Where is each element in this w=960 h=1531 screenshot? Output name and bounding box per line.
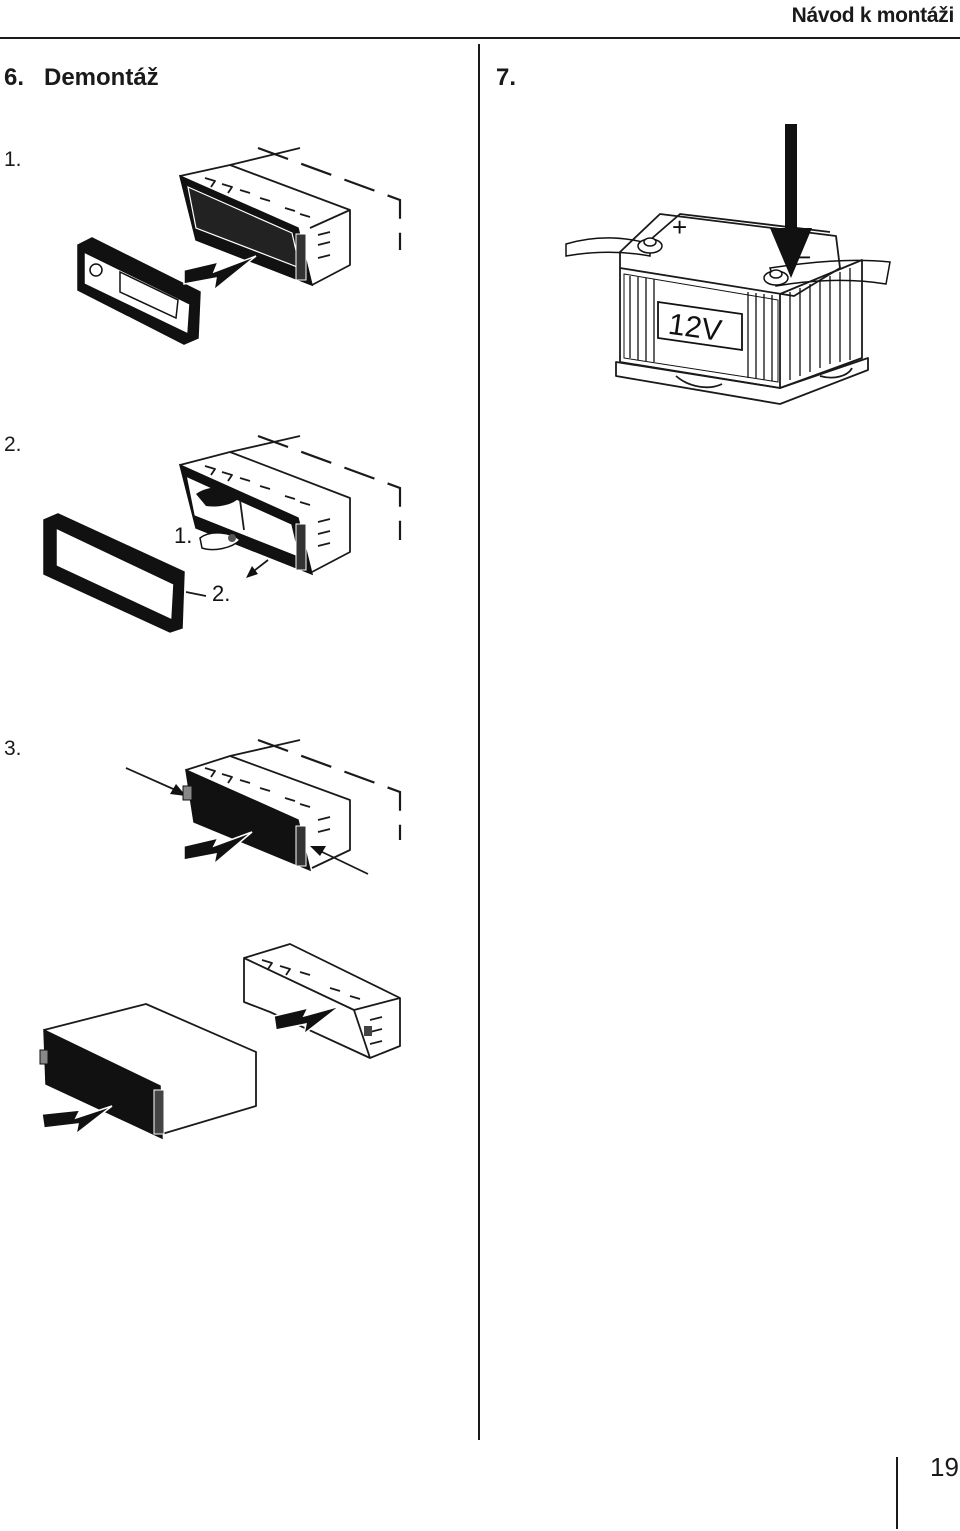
arrow-icon	[183, 255, 257, 292]
plus-sign: +	[672, 212, 687, 242]
radio-chassis	[185, 738, 402, 872]
radio-chassis	[178, 146, 402, 287]
step-label-2: 2.	[4, 433, 22, 456]
step-label-3: 3.	[4, 737, 22, 760]
step-label-1: 1.	[4, 148, 22, 171]
battery-cables	[565, 237, 891, 287]
chassis-tabs	[204, 177, 311, 218]
arrow-icon	[273, 1005, 341, 1036]
arrow-icon	[183, 831, 253, 866]
front-panel	[77, 237, 201, 345]
section-number: 7.	[496, 64, 517, 91]
hand-icon	[196, 487, 242, 551]
section-number: 6.	[4, 64, 25, 91]
page-number: 19	[930, 1452, 959, 1482]
mounting-frame	[243, 943, 401, 1059]
section-title: Demontáž	[44, 64, 159, 91]
callout-2: 2.	[212, 581, 230, 606]
column-divider	[478, 44, 480, 1440]
battery-voltage-label: 12V	[666, 308, 723, 348]
arrow-icon	[41, 1105, 113, 1136]
section-heading-demontaz: 6. Demontáž	[4, 64, 159, 92]
header-title: Návod k montáži	[791, 4, 955, 27]
arrow-icon	[770, 124, 812, 278]
page-number-rule	[896, 1457, 898, 1529]
trim-frame	[43, 513, 185, 633]
section-heading-7: 7.	[496, 64, 516, 92]
header-rule	[0, 37, 960, 39]
battery-body	[615, 213, 869, 405]
callout-1: 1.	[174, 523, 192, 548]
battery-terminals	[637, 237, 789, 286]
radio-unit	[39, 1003, 257, 1140]
